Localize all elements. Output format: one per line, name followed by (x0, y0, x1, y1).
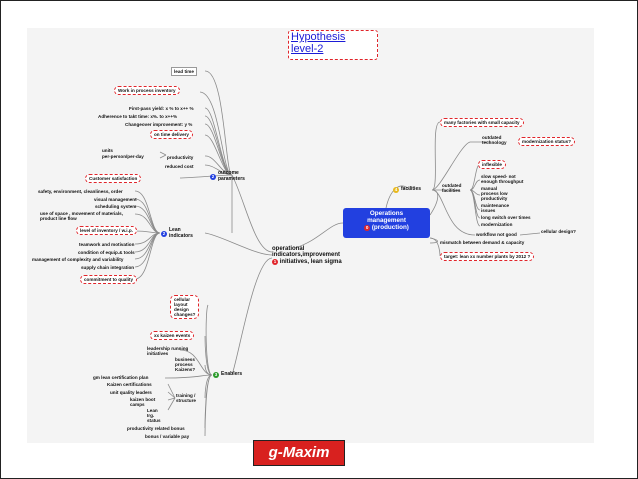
item-modernization: modernization (481, 222, 513, 227)
item-slow-1: slow speed- not (481, 174, 516, 179)
lean-label: Lean indicators (169, 227, 193, 239)
outcome-number-badge: 2 (210, 173, 216, 180)
lean-indicators-node[interactable]: 2 Lean indicators (161, 227, 195, 239)
item-bonus: productivity related bonus (127, 426, 185, 431)
cellular-line-3: design (174, 307, 189, 312)
center-number-badge: 0 (364, 225, 371, 231)
item-gm-lean: gm lean certification plan (93, 375, 149, 380)
item-business-2: process (175, 362, 193, 367)
item-slow-2: enough throughput (481, 179, 524, 184)
item-leadership-1: leadership running (147, 346, 189, 351)
item-manual-1: manual (481, 186, 498, 191)
item-teamwork: teamwork and motivation (79, 242, 135, 247)
ops-line-3-text: initiatives, lean sigma (279, 258, 342, 265)
outcome-parameters-node[interactable]: 2 outcome parameters (210, 170, 248, 182)
ops-node[interactable]: operational indicators,improvement 1 ini… (272, 246, 368, 265)
item-outdated-tech-1: outdated (482, 135, 502, 140)
title-line-1: Hypothesis (291, 31, 346, 43)
item-modernization-status: modernization status? (518, 137, 576, 146)
item-reduced-cost: reduced cost (165, 164, 194, 169)
title-line-2: level-2 (291, 43, 324, 55)
center-line-1: Operations (369, 210, 404, 217)
item-kaizen-boot-2: camps (130, 402, 145, 407)
ops-line-2: indicators,improvement (272, 252, 341, 259)
item-lean-lvl-1: Lean (147, 408, 158, 413)
item-variable-pay: bonus / variable pay (145, 434, 190, 439)
item-lean-lvl-2: Irg. (147, 413, 155, 418)
item-outdated-fac-1: outdated (442, 183, 462, 188)
item-business-3: Kaizens? (175, 367, 196, 372)
facilities-label: facilities (401, 186, 422, 193)
outcome-label: outcome parameters (218, 170, 245, 182)
item-wip: Work in process inventory (114, 86, 180, 95)
facilities-number-badge: 4 (393, 187, 399, 193)
item-kaizen-boot-1: kaizen boot (130, 397, 156, 402)
item-long-switch: long switch over times (481, 215, 531, 220)
center-line-2: management (367, 217, 406, 224)
enablers-node[interactable]: 3 Enablers (213, 372, 242, 378)
item-maintenance-2: issues (481, 208, 496, 213)
item-manual-3: productivity (481, 196, 508, 201)
mindmap-canvas (27, 28, 594, 443)
facilities-node[interactable]: 4 facilities (393, 187, 421, 193)
g-maxim-logo: g-Maxim (253, 440, 345, 466)
item-cellular: cellular layout design changes? (170, 295, 200, 319)
ops-line-1: operational (272, 246, 305, 252)
item-leadership-2: initiatives (147, 351, 169, 356)
ops-number-badge: 1 (272, 258, 278, 265)
item-changeover: Changeover improvement: y % (125, 122, 193, 127)
item-outdated-fac-2: facilities (442, 188, 461, 193)
item-outdated-tech-2: technology (482, 140, 507, 145)
item-space: use of space , movement of materials, (40, 211, 123, 216)
center-line-3: 0 (production) (343, 224, 430, 231)
item-per-person: per-person/per-day (102, 154, 144, 159)
item-productivity: productivity (167, 155, 194, 160)
lean-number-badge: 2 (161, 230, 167, 237)
cellular-line-1: cellular (174, 297, 191, 302)
enablers-label: Enablers (221, 371, 243, 378)
center-node-operations[interactable]: Operations management 0 (production) (343, 208, 430, 238)
item-lean-lvl-3: status (147, 418, 161, 423)
item-first-pass: First-pass yield: x % to x++ % (129, 106, 194, 111)
ops-line-3: 1 initiatives, lean sigma (272, 258, 368, 265)
cellular-line-4: changes? (174, 312, 196, 317)
item-unit-quality: unit quality leaders (110, 390, 152, 395)
item-lead-time: lead time (171, 67, 197, 76)
item-target: target: lean xx number plants by 2012 ? (440, 252, 535, 261)
item-workflow: workflow not good (476, 232, 517, 237)
diagram-title: Hypothesis level-2 (288, 30, 378, 60)
center-line-3-text: (production) (371, 224, 409, 231)
item-inflexible: inflexible (478, 160, 506, 169)
item-many-factories: many factories with small capacity (440, 118, 524, 127)
item-customer: Customer satisfaction (85, 174, 142, 183)
item-scheduling: scheduling system (95, 204, 137, 209)
item-mismatch: mismatch between demand & capacity (440, 240, 525, 245)
item-cellular-design: cellular design? (541, 229, 576, 234)
item-supply: supply chain integration (81, 265, 135, 270)
item-quality: commitment to quality (80, 275, 138, 284)
item-condition: condition of equip.& tools (78, 250, 135, 255)
item-visual: visual management (94, 197, 137, 202)
item-adherence: Adherence to takt time: x%. to x++% (98, 114, 178, 119)
item-product-flow: product line flow (40, 216, 77, 221)
item-manual-2: process low (481, 191, 508, 196)
item-training-2: structure (176, 398, 196, 403)
enablers-number-badge: 3 (213, 372, 219, 378)
item-maintenance-1: maintenance (481, 203, 510, 208)
item-kaizen-events: xx kaizen events (150, 331, 195, 340)
item-training-1: training / (176, 393, 196, 398)
item-inventory-level: level of inventory / w.i.p. (76, 226, 137, 235)
item-complexity: management of complexity and variability (32, 257, 124, 262)
item-safety: safety, environment, cleanliness, order (38, 189, 123, 194)
cellular-line-2: layout (174, 302, 188, 307)
item-business-1: business (175, 357, 195, 362)
item-on-time: on time delivery (150, 130, 193, 139)
item-kaizen-cert: Kaizen certifications (107, 382, 152, 387)
item-units: units (102, 148, 113, 153)
